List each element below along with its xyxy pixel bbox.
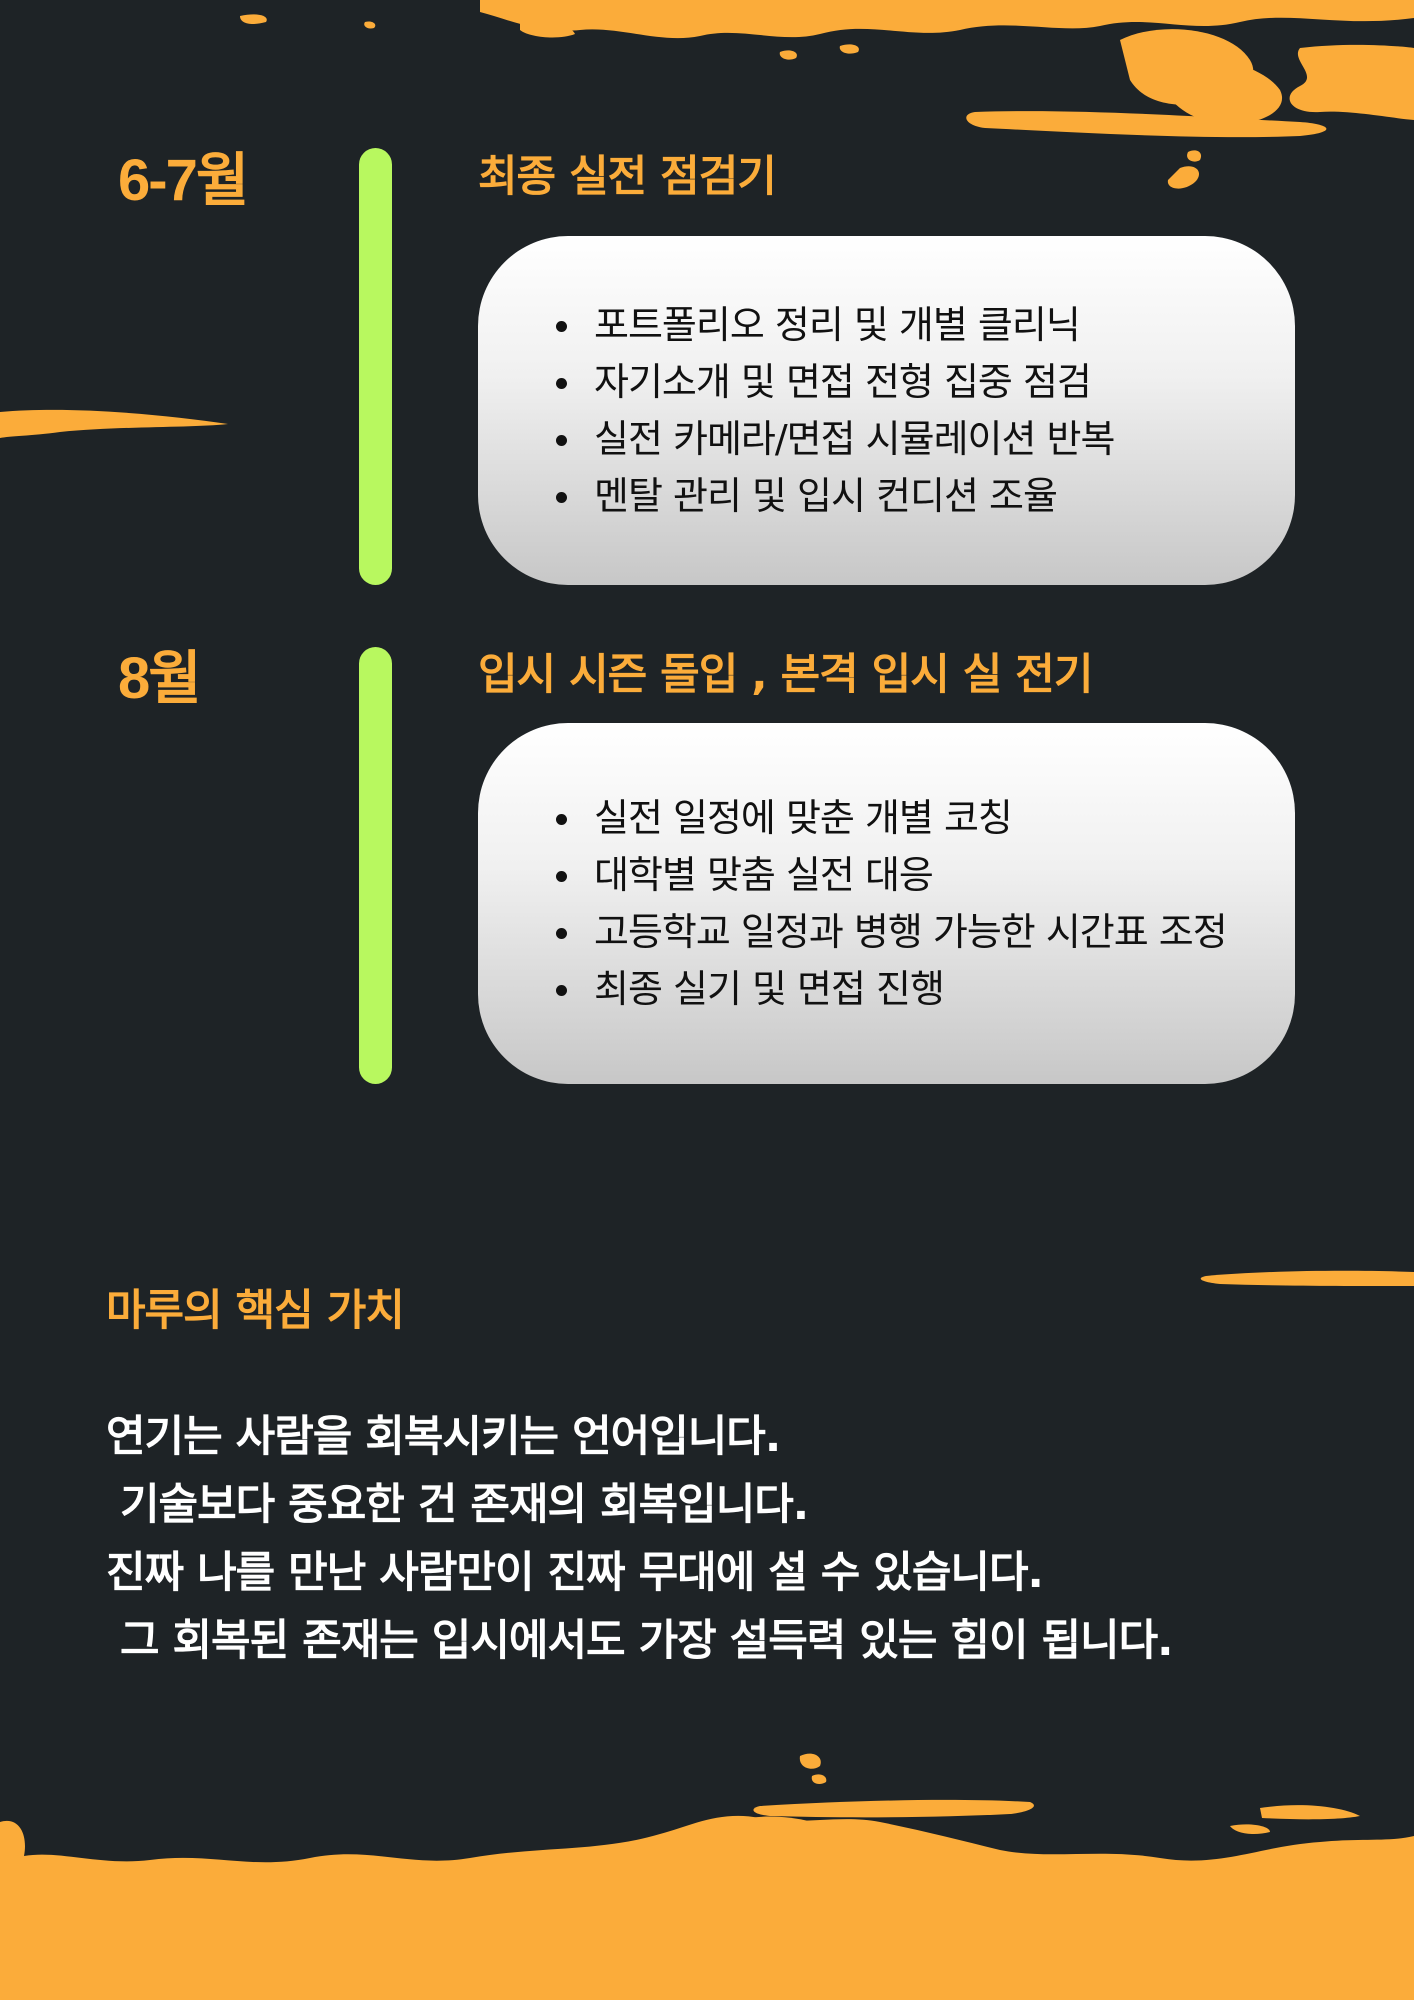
list-item: 실전 카메라/면접 시뮬레이션 반복: [556, 411, 1115, 468]
list-item: 멘탈 관리 및 입시 컨디션 조율: [556, 468, 1114, 525]
list-item: 대학별 맞춤 실전 대응: [556, 847, 1227, 904]
core-values-line: 연기는 사람을 회복시키는 언어입니다.: [106, 1412, 781, 1462]
stage-2-timeline-bar: [359, 647, 392, 1084]
core-values-line: 그 회복된 존재는 입시에서도 가장 설득력 있는 힘이 됩니다.: [106, 1616, 1174, 1666]
core-values-heading: 마루의 핵심 가치: [106, 1286, 405, 1336]
stage-2-item-list: 실전 일정에 맞춘 개별 코칭 대학별 맞춤 실전 대응 고등학교 일정과 병행…: [556, 790, 1228, 1018]
stage-2-month: 8월: [118, 646, 202, 711]
core-values-statement: 연기는 사람을 회복시키는 언어입니다. 기술보다 중요한 건 존재의 회복입니…: [106, 1403, 1346, 1675]
stage-2-title: 입시 시즌 돌입 , 본격 입시 실 전기: [478, 650, 1093, 700]
stage-1-item-list: 포트폴리오 정리 및 개별 클리닉 자기소개 및 면접 전형 집중 점검 실전 …: [556, 297, 1115, 525]
list-item: 포트폴리오 정리 및 개별 클리닉: [556, 297, 1114, 354]
stage-1-title: 최종 실전 점검기: [478, 152, 777, 202]
core-values-line: 진짜 나를 만난 사람만이 진짜 무대에 설 수 있습니다.: [106, 1548, 1044, 1598]
list-item: 고등학교 일정과 병행 가능한 시간표 조정: [556, 904, 1228, 961]
stage-1-timeline-bar: [359, 148, 392, 585]
core-values-line: 기술보다 중요한 건 존재의 회복입니다.: [106, 1480, 809, 1530]
list-item: 최종 실기 및 면접 진행: [556, 961, 1227, 1018]
stage-1-card: 포트폴리오 정리 및 개별 클리닉 자기소개 및 면접 전형 집중 점검 실전 …: [478, 236, 1295, 585]
stage-1-month: 6-7월: [118, 148, 249, 213]
list-item: 실전 일정에 맞춘 개별 코칭: [556, 790, 1227, 847]
list-item: 자기소개 및 면접 전형 집중 점검: [556, 354, 1114, 411]
stage-2-card: 실전 일정에 맞춘 개별 코칭 대학별 맞춤 실전 대응 고등학교 일정과 병행…: [478, 723, 1295, 1084]
